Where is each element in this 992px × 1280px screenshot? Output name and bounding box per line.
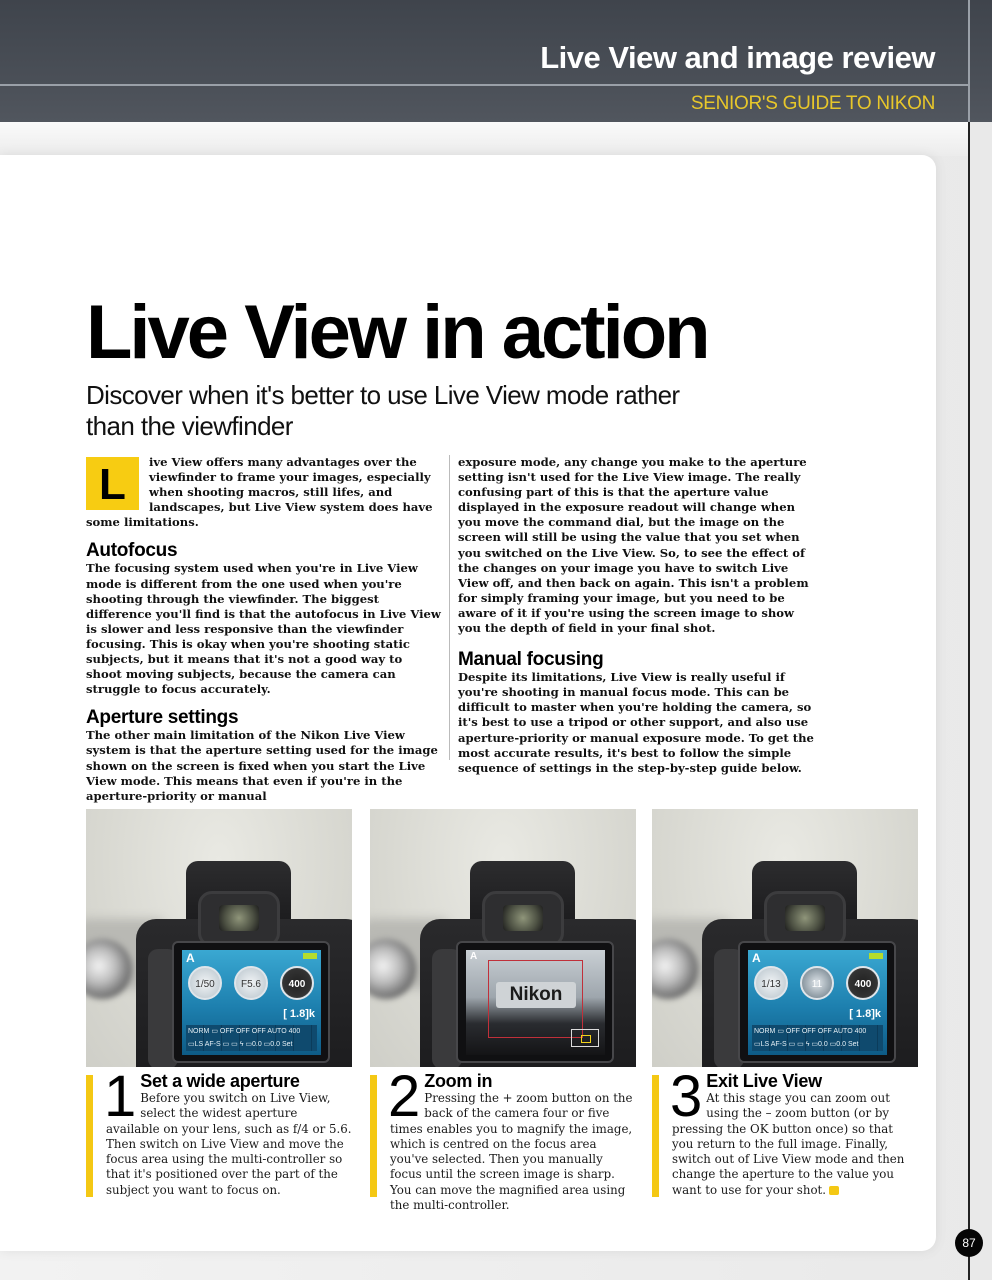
end-of-article-icon <box>829 1185 840 1195</box>
body-column-right: exposure mode, any change you make to th… <box>458 455 818 776</box>
aperture-dial: F5.6 <box>234 966 268 1000</box>
subhead-manual-focusing: Manual focusing <box>458 649 604 671</box>
page-card <box>0 155 936 1251</box>
step-number: 1 <box>104 1064 137 1129</box>
body-column-left: L ive View offers many advantages over t… <box>86 455 442 804</box>
header-rule-horizontal <box>0 84 968 86</box>
remaining-shots: [ 1.8]k <box>283 1008 315 1020</box>
subhead-aperture-settings: Aperture settings <box>86 707 239 729</box>
camera-lcd: A 1/50 F5.6 400 [ 1.8]k NORM ▭ OFF OFF O… <box>172 941 330 1063</box>
camera-lcd: A Nikon <box>456 941 614 1063</box>
body-autofocus: The focusing system used when you're in … <box>86 561 441 697</box>
margin-rule <box>968 122 970 1280</box>
section-title: Live View and image review <box>540 40 935 75</box>
iso-dial: 400 <box>846 966 880 1000</box>
lcd-info-screen: A 1/50 F5.6 400 [ 1.8]k NORM ▭ OFF OFF O… <box>182 950 321 1055</box>
step-2-photo: A Nikon <box>370 809 636 1067</box>
step-body: Before you switch on Live View, select t… <box>106 1091 352 1197</box>
shutter-dial: 1/50 <box>188 966 222 1000</box>
iso-dial: 400 <box>280 966 314 1000</box>
lcd-zoomed-view: A Nikon <box>466 950 605 1055</box>
step-1-photo: A 1/50 F5.6 400 [ 1.8]k NORM ▭ OFF OFF O… <box>86 809 352 1067</box>
settings-grid: NORM ▭ OFF OFF OFF AUTO 400▭LS AF-S ▭ ▭ … <box>752 1025 883 1051</box>
step-3-photo: A 1/13 11 400 [ 1.8]k NORM ▭ OFF OFF OFF… <box>652 809 918 1067</box>
viewfinder-eyepiece <box>482 891 564 947</box>
step-3: A 1/13 11 400 [ 1.8]k NORM ▭ OFF OFF OFF… <box>652 809 918 1198</box>
remaining-shots: [ 1.8]k <box>849 1008 881 1020</box>
step-title: Exit Live View <box>706 1071 822 1091</box>
step-2-text: 2 Zoom in Pressing the + zoom button on … <box>370 1064 636 1213</box>
step-title: Set a wide aperture <box>140 1071 300 1091</box>
step-body: Pressing the + zoom button on the back o… <box>390 1091 633 1213</box>
step-1-text: 1 Set a wide aperture Before you switch … <box>86 1064 352 1198</box>
step-3-text: 3 Exit Live View At this stage you can z… <box>652 1064 918 1198</box>
body-aperture-continued: exposure mode, any change you make to th… <box>458 455 809 636</box>
page-number: 87 <box>955 1229 983 1257</box>
step-number: 3 <box>670 1064 703 1129</box>
step-2: A Nikon 2 Zoom in Pressing the + zoom bu… <box>370 809 636 1213</box>
focus-area-frame <box>488 960 583 1038</box>
body-manual-focusing: Despite its limitations, Live View is re… <box>458 670 814 775</box>
settings-grid: NORM ▭ OFF OFF OFF AUTO 400▭LS AF-S ▭ ▭ … <box>186 1025 317 1051</box>
drop-cap: L <box>86 457 139 510</box>
zoom-navigator <box>571 1029 599 1047</box>
header-rule-vertical <box>968 0 970 122</box>
intro-text: ive View offers many advantages over the… <box>86 455 433 530</box>
nikon-logo: Nikon <box>496 982 576 1008</box>
page-edge-strip <box>0 122 968 156</box>
body-aperture-settings: The other main limitation of the Nikon L… <box>86 728 438 803</box>
step-number: 2 <box>388 1064 421 1129</box>
subhead-autofocus: Autofocus <box>86 540 178 562</box>
lcd-info-screen: A 1/13 11 400 [ 1.8]k NORM ▭ OFF OFF OFF… <box>748 950 887 1055</box>
intro-paragraph: L ive View offers many advantages over t… <box>86 455 442 530</box>
accent-bar <box>652 1075 659 1197</box>
series-title: SENIOR'S GUIDE TO NIKON <box>690 93 935 114</box>
aperture-dial: 11 <box>800 966 834 1000</box>
running-header: Live View and image review SENIOR'S GUID… <box>0 0 992 122</box>
column-divider <box>449 455 450 760</box>
battery-icon <box>303 953 317 959</box>
viewfinder-eyepiece <box>764 891 846 947</box>
shutter-dial: 1/13 <box>754 966 788 1000</box>
standfirst: Discover when it's better to use Live Vi… <box>86 380 680 441</box>
headline: Live View in action <box>86 290 711 375</box>
viewfinder-eyepiece <box>198 891 280 947</box>
step-title: Zoom in <box>424 1071 493 1091</box>
accent-bar <box>370 1075 377 1197</box>
step-body: At this stage you can zoom out using the… <box>672 1091 905 1197</box>
battery-icon <box>869 953 883 959</box>
step-1: A 1/50 F5.6 400 [ 1.8]k NORM ▭ OFF OFF O… <box>86 809 352 1198</box>
camera-lcd: A 1/13 11 400 [ 1.8]k NORM ▭ OFF OFF OFF… <box>738 941 896 1063</box>
accent-bar <box>86 1075 93 1197</box>
